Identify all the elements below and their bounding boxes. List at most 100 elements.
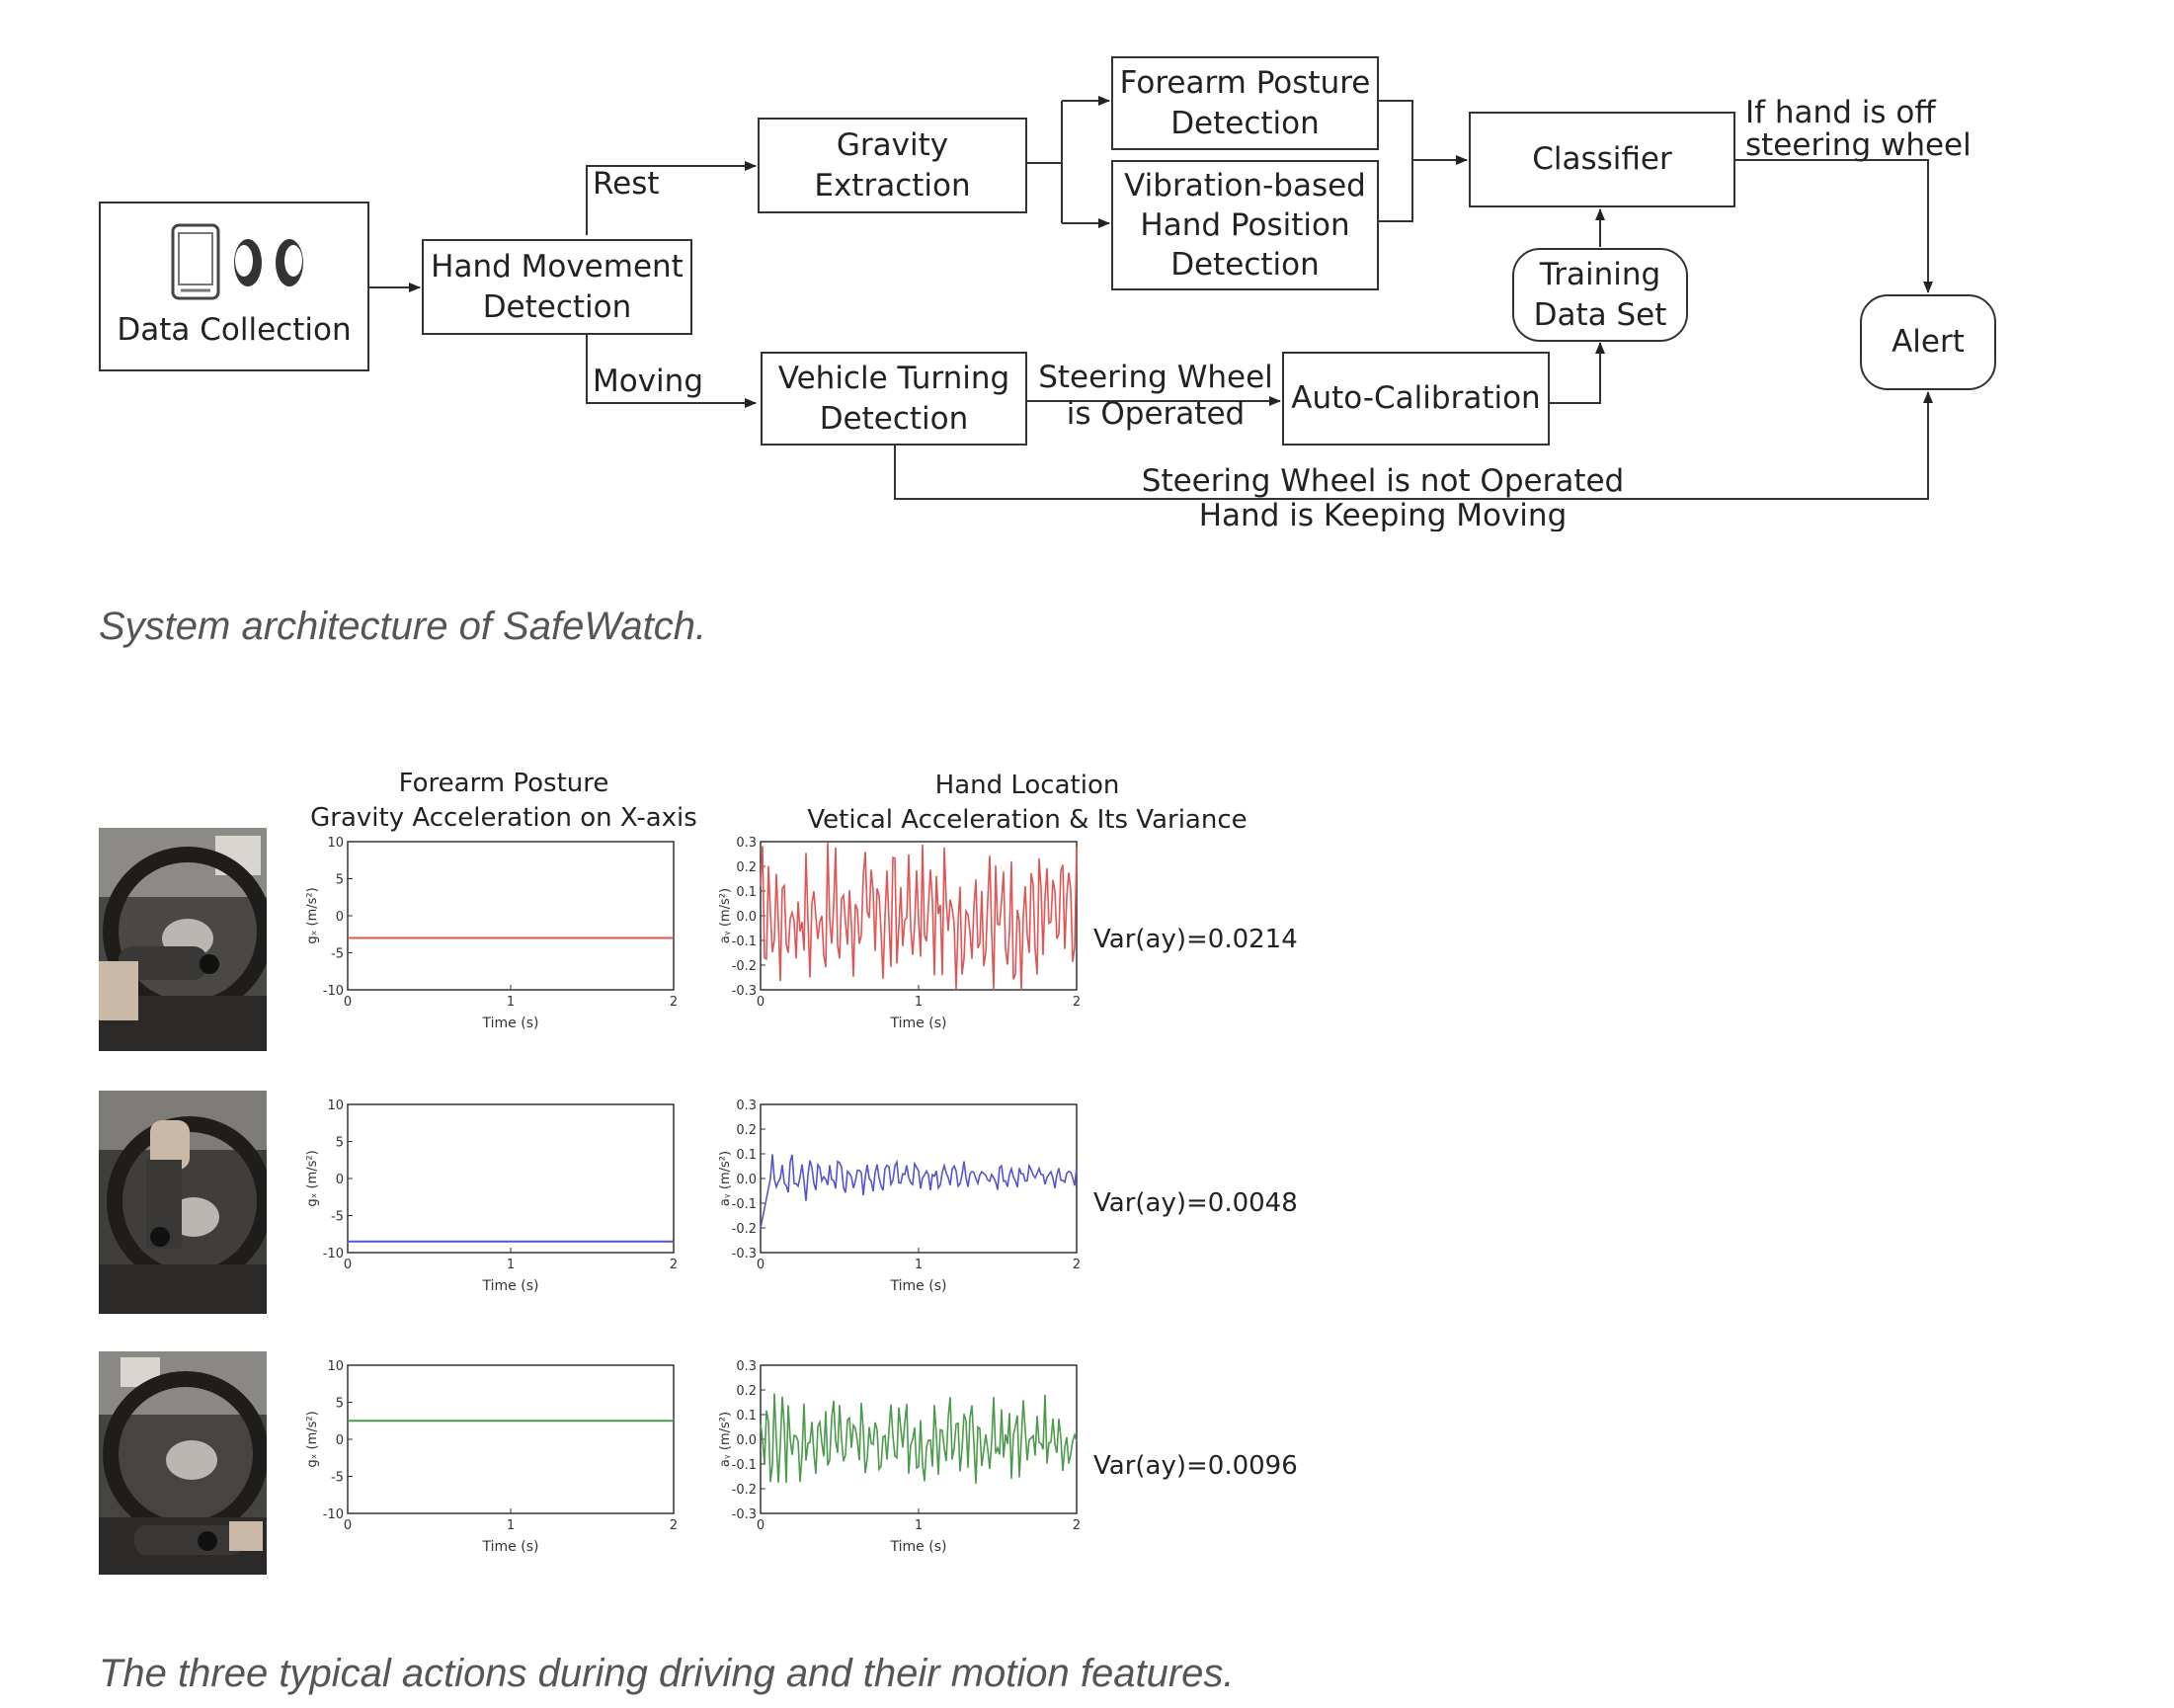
y-tick-label: -0.1 xyxy=(732,935,757,949)
x-tick-label: 2 xyxy=(1073,1518,1081,1533)
y-tick-label: -10 xyxy=(323,1507,344,1522)
y-tick-label: 0.3 xyxy=(736,1359,757,1374)
gravity-extraction-box: Gravity Extraction xyxy=(758,118,1027,213)
driver-photo-1 xyxy=(99,828,267,1051)
x-axis-label: Time (s) xyxy=(890,1278,947,1294)
y-axis-label: gₓ (m/s²) xyxy=(305,1411,320,1467)
y-axis-label: gₓ (m/s²) xyxy=(305,1150,320,1206)
y-tick-label: 0.0 xyxy=(736,1173,757,1187)
vehicle-turning-line1: Vehicle Turning xyxy=(777,361,1010,397)
phone-and-watch-icon xyxy=(171,223,303,300)
caption-actions: The three typical actions during driving… xyxy=(99,1652,1235,1695)
vibration-box: Vibration-based Hand Position Detection xyxy=(1111,160,1379,290)
left-title-line1: Forearm Posture xyxy=(398,769,609,798)
y-tick-label: -0.3 xyxy=(732,1507,757,1522)
data-collection-label: Data Collection xyxy=(117,311,352,348)
data-collection-box: Data Collection xyxy=(99,202,369,371)
if-hand-off-line1: If hand is off xyxy=(1745,95,1936,130)
y-tick-label: -0.2 xyxy=(732,1483,757,1498)
x-tick-label: 2 xyxy=(1073,995,1081,1010)
x-tick-label: 0 xyxy=(757,1258,765,1272)
y-tick-label: -10 xyxy=(323,1247,344,1261)
forearm-line1: Forearm Posture xyxy=(1119,65,1371,102)
accel-series-line xyxy=(760,1393,1078,1485)
x-tick-label: 1 xyxy=(507,1518,515,1533)
y-axis-label: aᵧ (m/s²) xyxy=(718,1151,733,1206)
y-tick-label: 0.1 xyxy=(736,1409,757,1423)
gravity-line1: Gravity xyxy=(836,127,949,164)
y-tick-label: -0.3 xyxy=(732,1247,757,1261)
variance-label-2: Var(ay)=0.0048 xyxy=(1093,1188,1298,1218)
vibration-line3: Detection xyxy=(1170,247,1320,284)
right-title-line2: Vetical Acceleration & Its Variance xyxy=(807,805,1248,836)
variance-label-1: Var(ay)=0.0214 xyxy=(1093,925,1298,954)
y-axis-label: aᵧ (m/s²) xyxy=(718,1412,733,1467)
y-tick-label: 0.2 xyxy=(736,1123,757,1138)
plot-frame xyxy=(347,1364,675,1514)
y-axis-label: gₓ (m/s²) xyxy=(305,887,320,943)
x-tick-label: 0 xyxy=(344,1518,352,1533)
x-tick-label: 2 xyxy=(1073,1258,1081,1272)
x-tick-label: 1 xyxy=(507,995,515,1010)
steering-operated-label: Steering Wheel is Operated xyxy=(1033,360,1278,433)
driver-photo-3 xyxy=(99,1351,267,1575)
vehicle-turning-box: Vehicle Turning Detection xyxy=(761,352,1027,446)
x-axis-label: Time (s) xyxy=(890,1539,947,1555)
left-title-line2: Gravity Acceleration on X-axis xyxy=(310,803,697,834)
variance-label-3: Var(ay)=0.0096 xyxy=(1093,1451,1298,1481)
y-tick-label: 0 xyxy=(336,1173,344,1187)
rest-label: Rest xyxy=(593,166,660,202)
y-tick-label: -0.1 xyxy=(732,1458,757,1473)
y-tick-label: 10 xyxy=(327,1359,344,1374)
y-tick-label: 0.1 xyxy=(736,885,757,900)
y-tick-label: 0.0 xyxy=(736,1433,757,1448)
architecture-connectors xyxy=(369,96,1933,500)
plot-frame xyxy=(347,1103,675,1254)
y-tick-label: 5 xyxy=(336,873,344,888)
y-tick-label: 10 xyxy=(327,1098,344,1113)
y-tick-label: -5 xyxy=(331,1210,344,1225)
y-tick-label: 5 xyxy=(336,1136,344,1151)
x-tick-label: 0 xyxy=(757,995,765,1010)
y-tick-label: 0.0 xyxy=(736,910,757,925)
right-title-line1: Hand Location xyxy=(934,771,1120,800)
auto-calibration-box: Auto-Calibration xyxy=(1282,352,1550,446)
y-tick-label: -0.3 xyxy=(732,984,757,999)
y-tick-label: 0.3 xyxy=(736,1098,757,1113)
x-tick-label: 2 xyxy=(670,1518,678,1533)
y-tick-label: -0.1 xyxy=(732,1197,757,1212)
x-tick-label: 2 xyxy=(670,995,678,1010)
hand-movement-line2: Detection xyxy=(482,288,632,325)
plot-frame xyxy=(347,841,675,991)
y-axis-label: aᵧ (m/s²) xyxy=(718,888,733,943)
right-plot-title: Hand Location Vetical Acceleration & Its… xyxy=(780,769,1274,838)
vibration-line2: Hand Position xyxy=(1140,206,1350,243)
training-line1: Training xyxy=(1539,257,1661,293)
classifier-box: Classifier xyxy=(1469,112,1735,207)
x-axis-label: Time (s) xyxy=(890,1016,947,1031)
vibration-line1: Vibration-based xyxy=(1124,167,1366,203)
y-tick-label: 0 xyxy=(336,910,344,925)
caption-architecture: System architecture of SafeWatch. xyxy=(99,605,707,648)
y-tick-label: -0.2 xyxy=(732,959,757,974)
y-tick-label: -0.2 xyxy=(732,1222,757,1237)
y-tick-label: 5 xyxy=(336,1397,344,1412)
left-plot-title: Forearm Posture Gravity Acceleration on … xyxy=(306,767,701,836)
if-hand-off-line2: steering wheel xyxy=(1745,126,1972,163)
hand-movement-box: Hand Movement Detection xyxy=(422,239,692,335)
y-tick-label: 0.1 xyxy=(736,1148,757,1163)
accel-series-line xyxy=(760,1154,1078,1229)
steering-operated-line2: is Operated xyxy=(1066,396,1246,433)
forearm-posture-box: Forearm Posture Detection xyxy=(1111,56,1379,150)
x-tick-label: 0 xyxy=(344,1258,352,1272)
x-axis-label: Time (s) xyxy=(482,1016,539,1031)
not-operated-label: Steering Wheel is not Operated Hand is K… xyxy=(1067,464,1699,531)
moving-label: Moving xyxy=(593,364,703,399)
x-axis-label: Time (s) xyxy=(482,1278,539,1294)
y-tick-label: 10 xyxy=(327,836,344,851)
if-hand-off-label: If hand is off steering wheel xyxy=(1745,97,1972,161)
